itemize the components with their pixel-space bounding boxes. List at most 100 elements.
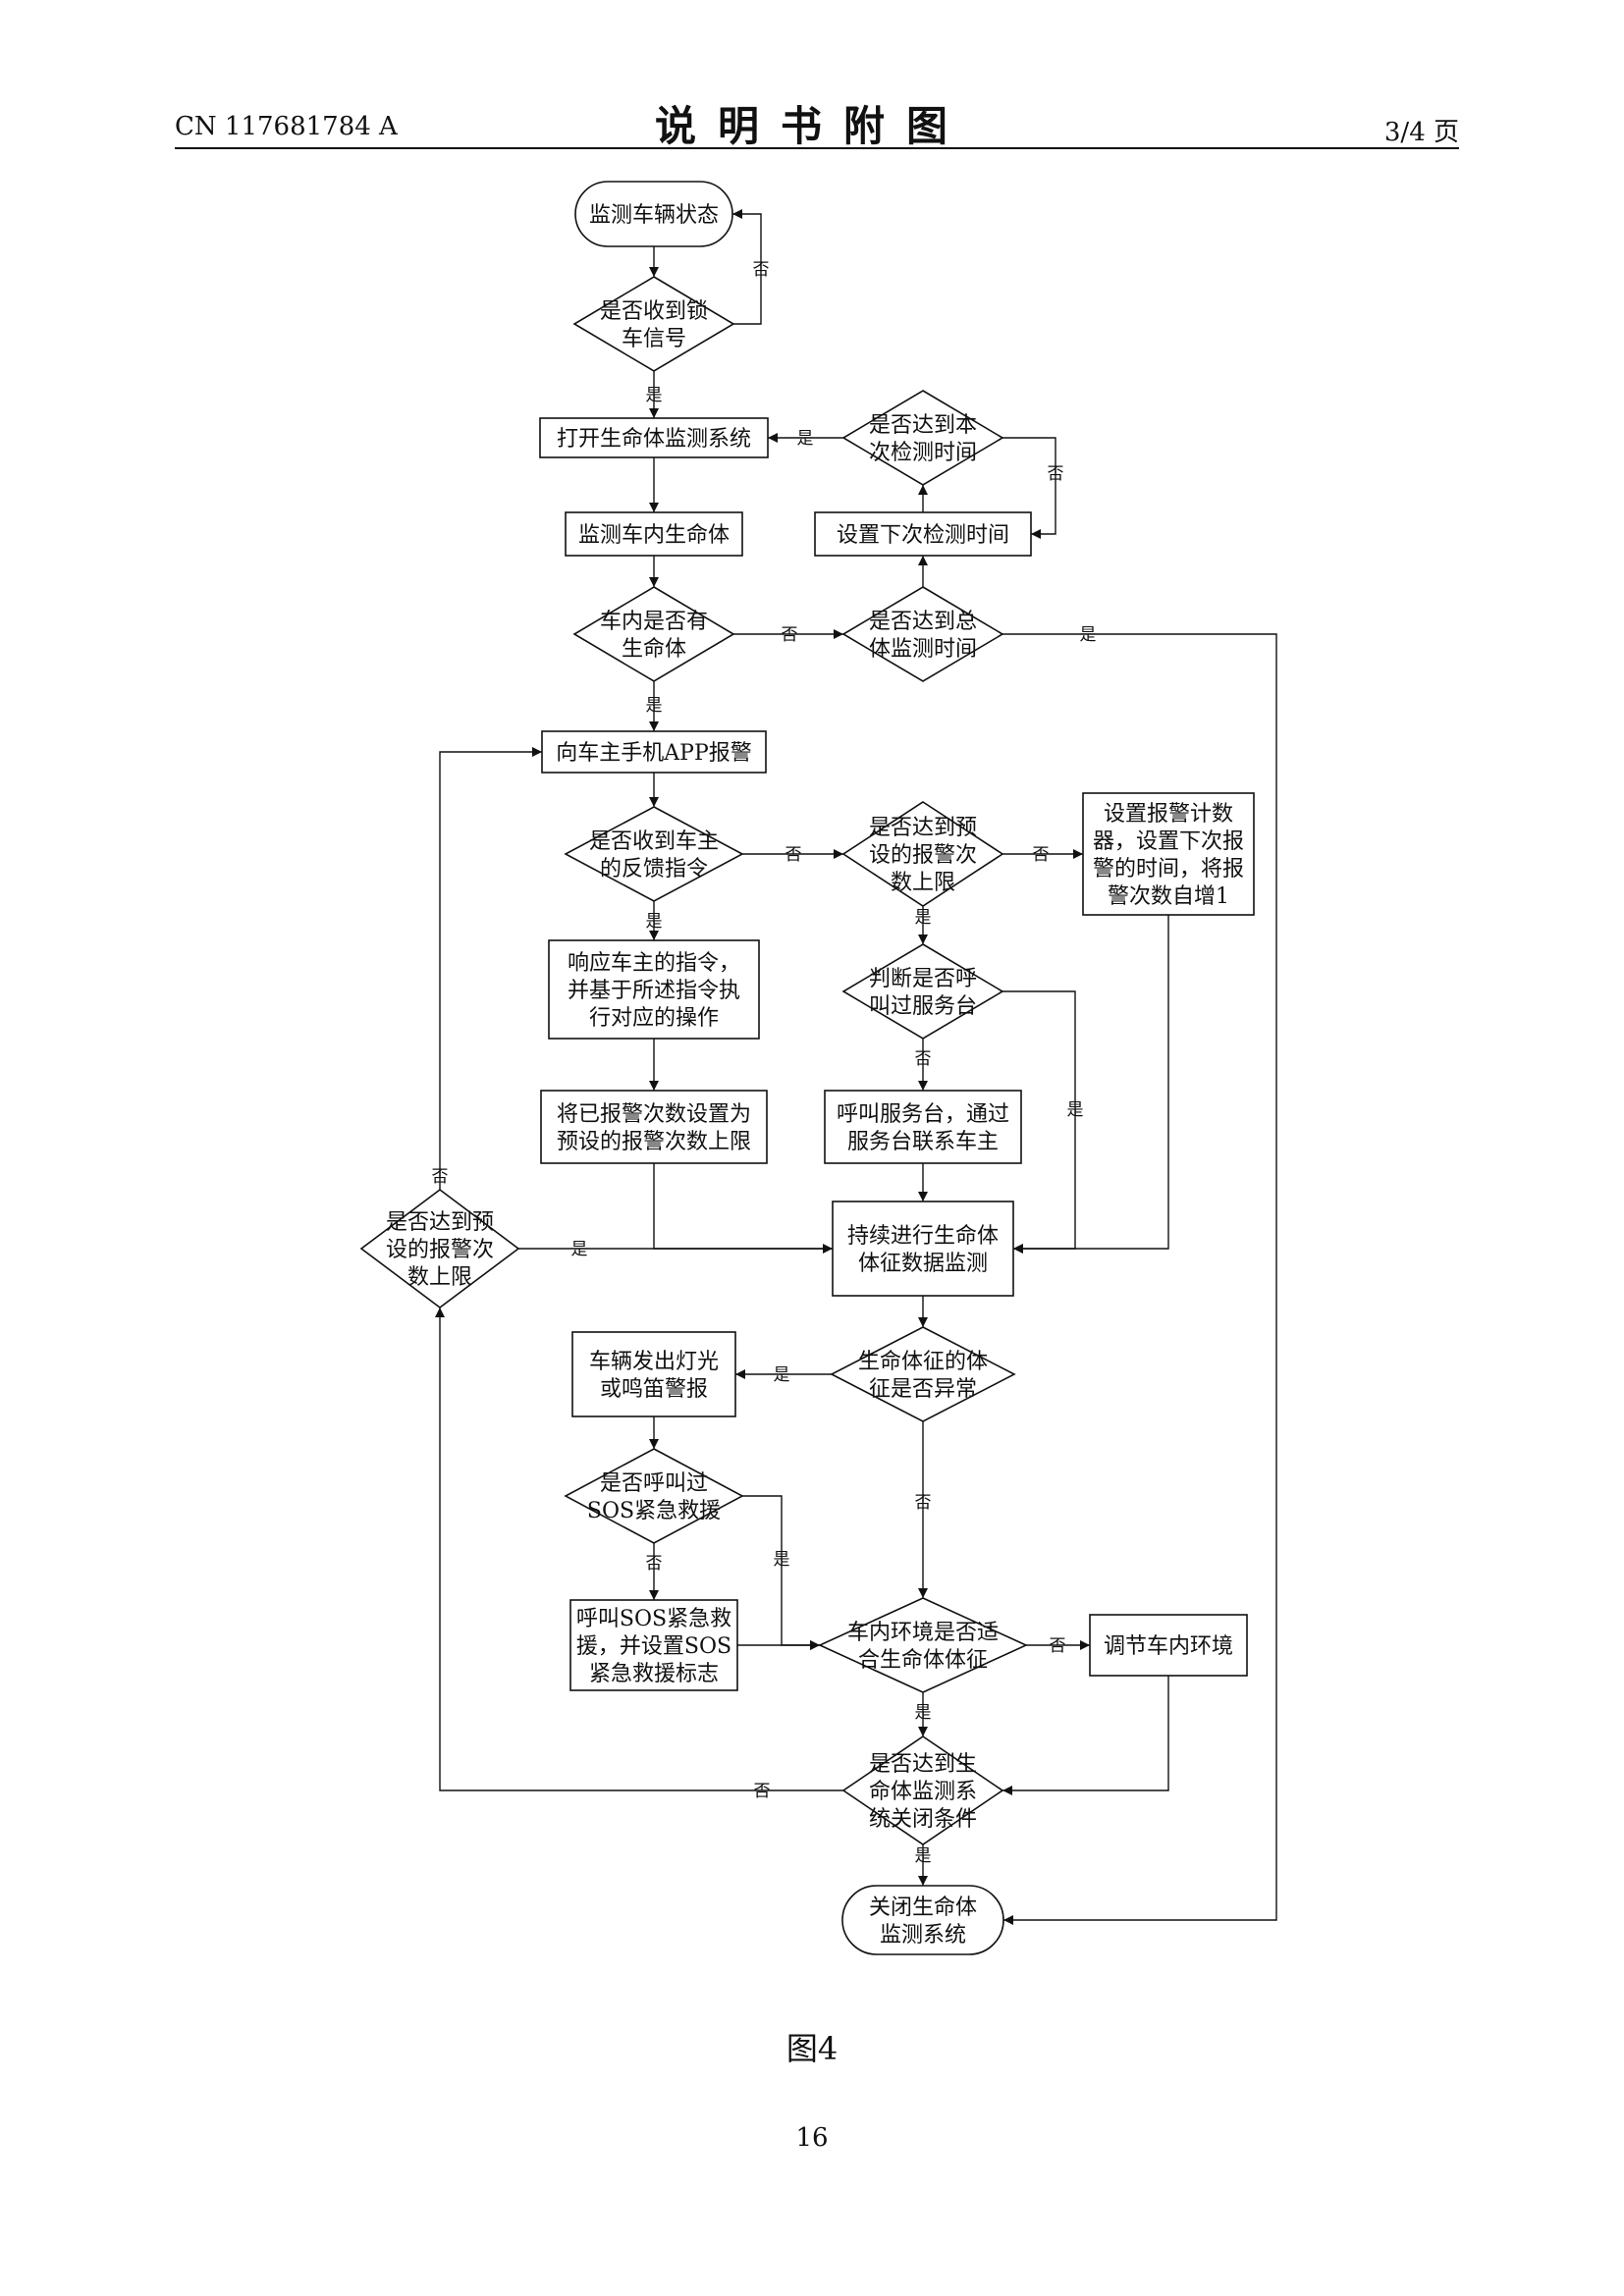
edge-label-yes: 是 — [915, 1703, 932, 1723]
page-title: 说明书附图 — [654, 102, 969, 150]
node-text: 或鸣笛警报 — [600, 1377, 708, 1402]
node-text: 命体监测系 — [869, 1780, 977, 1804]
process-box — [565, 511, 743, 557]
edge-label-no: 否 — [1050, 1636, 1066, 1656]
decision-diamond — [359, 1189, 520, 1308]
edge-label-yes: 是 — [797, 429, 814, 449]
node-text: 打开生命体监测系统 — [557, 427, 751, 452]
node-text: 监测车内生命体 — [578, 523, 730, 548]
edge-label-yes: 是 — [1067, 1100, 1084, 1120]
edge-label-no: 否 — [753, 260, 770, 280]
node-text: 紧急救援标志 — [589, 1662, 719, 1686]
terminal-shape — [574, 181, 733, 247]
decision-diamond — [841, 943, 1004, 1040]
node-open-sys: 打开生命体监测系统 — [539, 417, 769, 458]
node-text: 将已报警次数设置为 — [557, 1102, 751, 1127]
node-text: 是否达到预 — [869, 816, 977, 840]
node-text: 设置下次检测时间 — [837, 523, 1009, 548]
flow-edge — [1002, 1676, 1169, 1795]
flow-edge — [732, 209, 762, 325]
edge-label-no: 否 — [785, 845, 802, 865]
node-text: 警次数自增1 — [1108, 884, 1229, 909]
edge-label-no: 否 — [1033, 845, 1050, 865]
decision-diamond — [572, 586, 735, 682]
node-text: 车内是否有 — [600, 610, 708, 634]
node-text: 服务台联系车主 — [847, 1130, 999, 1154]
flow-edge — [435, 1308, 843, 1791]
figure-caption: 图4 — [785, 2030, 839, 2067]
flow-edge — [742, 1495, 820, 1650]
node-text: 监测车辆状态 — [589, 203, 719, 228]
header-rule — [175, 147, 1459, 149]
process-box — [814, 511, 1032, 557]
flow-edge — [1013, 915, 1169, 1254]
node-text: 的反馈指令 — [600, 857, 708, 881]
node-text: 是否收到车主 — [589, 829, 719, 854]
node-text: 向车主手机APP报警 — [556, 741, 752, 766]
edge-label-yes: 是 — [646, 696, 663, 716]
node-text: SOS紧急救援 — [587, 1499, 721, 1523]
node-text: 行对应的操作 — [589, 1006, 719, 1031]
node-text: 是否达到本 — [869, 413, 977, 438]
edge-label-no: 否 — [646, 1554, 663, 1574]
node-text: 生命体 — [622, 637, 686, 662]
process-box — [569, 1599, 738, 1691]
edge-label-no: 否 — [782, 625, 798, 645]
edge-label-yes: 是 — [646, 386, 663, 405]
node-text: 车内环境是否适 — [847, 1621, 999, 1645]
edge-label-no: 否 — [915, 1493, 932, 1513]
decision-diamond — [841, 390, 1004, 486]
node-text: 体监测时间 — [869, 637, 977, 662]
node-text: 调节车内环境 — [1104, 1634, 1233, 1659]
decision-diamond — [841, 1735, 1004, 1845]
node-text: 警的时间，将报 — [1093, 857, 1244, 881]
decision-diamond — [841, 801, 1004, 907]
edge-label-yes: 是 — [1080, 625, 1097, 645]
node-text: 车信号 — [622, 327, 686, 351]
process-box — [832, 1201, 1014, 1297]
process-box — [1089, 1614, 1248, 1677]
node-text: 是否呼叫过 — [600, 1471, 708, 1496]
node-text: 是否达到总 — [869, 610, 977, 634]
flow-edge — [439, 747, 542, 1190]
edge-label-no: 否 — [1048, 464, 1064, 484]
edge-label-yes: 是 — [774, 1365, 790, 1385]
decision-diamond — [564, 1448, 744, 1544]
node-alarm-app: 向车主手机APP报警 — [541, 730, 767, 774]
edge-label-yes: 是 — [774, 1550, 790, 1570]
node-text: 数上限 — [891, 871, 955, 895]
edge-label-no: 否 — [754, 1782, 771, 1801]
process-box — [540, 1090, 768, 1164]
node-text: 次检测时间 — [869, 441, 977, 465]
decision-diamond — [830, 1326, 1016, 1422]
node-text: 统关闭条件 — [869, 1807, 977, 1832]
decision-diamond — [564, 806, 744, 902]
node-text: 持续进行生命体 — [847, 1224, 999, 1249]
page-number: 16 — [795, 2123, 829, 2153]
node-text: 是否达到生 — [869, 1752, 977, 1777]
node-text: 监测系统 — [880, 1923, 966, 1948]
node-monitor-life: 监测车内生命体 — [565, 511, 743, 557]
decision-diamond — [572, 276, 735, 372]
node-text: 合生命体体征 — [858, 1648, 988, 1673]
edge-label-no: 否 — [432, 1167, 449, 1187]
edge-label-no: 否 — [915, 1049, 932, 1069]
node-text: 并基于所述指令执 — [568, 979, 740, 1003]
node-start: 监测车辆状态 — [574, 181, 733, 247]
node-text: 征是否异常 — [869, 1377, 977, 1402]
node-text: 设的报警次 — [386, 1238, 494, 1262]
